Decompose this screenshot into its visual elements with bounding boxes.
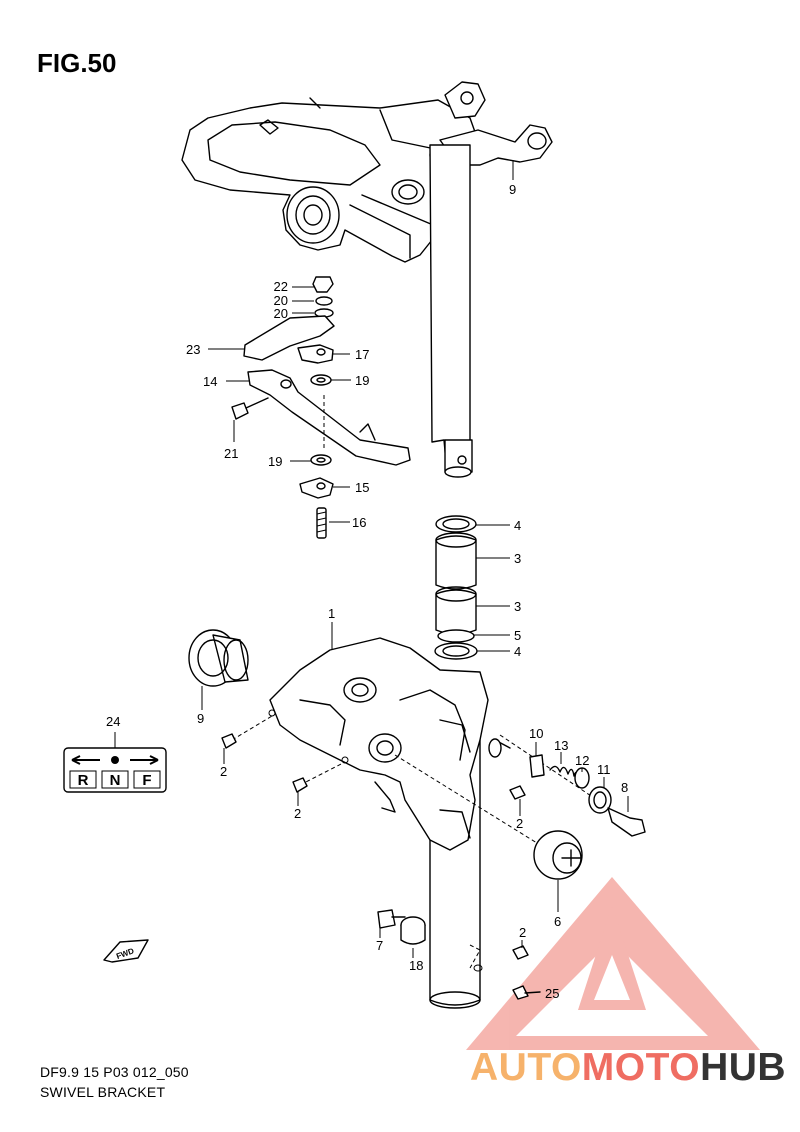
bushing-stack-drawing xyxy=(434,515,478,660)
watermark-moto: MOTO xyxy=(581,1046,701,1089)
callout-13: 12 xyxy=(575,753,589,768)
clamp-bracket-drawing xyxy=(181,81,553,478)
callout-6: 6 xyxy=(554,914,561,929)
callout-11: 11 xyxy=(597,762,611,777)
callout-10: 10 xyxy=(529,726,543,741)
legend-letter-n: N xyxy=(110,772,121,789)
callout-20-lower: 20 xyxy=(274,306,288,321)
callout-24: 24 xyxy=(106,714,120,729)
small-parts-drawing xyxy=(188,629,646,1000)
callout-17: 16 xyxy=(352,515,366,530)
part-name: SWIVEL BRACKET xyxy=(40,1084,166,1100)
leader-lines xyxy=(114,160,629,958)
callout-20-upper: 20 xyxy=(274,293,288,308)
callout-22: 22 xyxy=(274,279,288,294)
callout-25: 25 xyxy=(545,986,559,1001)
callout-19-upper: 19 xyxy=(355,373,369,388)
callout-2-bottom: 2 xyxy=(519,925,526,940)
callout-2-mid: 2 xyxy=(294,806,301,821)
callout-12: 8 xyxy=(621,780,628,795)
fwd-direction-tag: FWD xyxy=(103,939,149,963)
callout-3-upper: 3 xyxy=(514,551,521,566)
callout-15: 14 xyxy=(203,374,217,389)
callout-5: 5 xyxy=(514,628,521,643)
callout-1: 1 xyxy=(328,606,335,621)
callout-8: 7 xyxy=(376,938,383,953)
callout-7: 18 xyxy=(409,958,423,973)
swivel-bracket-drawing xyxy=(231,637,631,1009)
callout-19-lower: 19 xyxy=(268,454,282,469)
figure-title: FIG.50 xyxy=(37,48,117,78)
watermark-hub: HUB xyxy=(700,1046,787,1089)
callout-21: 21 xyxy=(224,446,238,461)
legend-letter-r: R xyxy=(78,772,89,789)
callout-18: 17 xyxy=(355,347,369,362)
friction-parts-drawing xyxy=(231,276,411,539)
watermark-text: AUTOMOTOHUB xyxy=(470,1046,786,1090)
shift-legend-plate: R N F xyxy=(63,747,167,793)
callout-16: 15 xyxy=(355,480,369,495)
legend-letter-f: F xyxy=(142,772,151,789)
callout-2-right: 2 xyxy=(516,816,523,831)
callout-labels: 22 20 20 23 17 14 19 21 19 15 16 4 3 3 5… xyxy=(106,182,628,1001)
callout-4-upper: 4 xyxy=(514,518,521,533)
callout-23: 23 xyxy=(186,342,200,357)
callout-9-upper: 9 xyxy=(509,182,516,197)
callout-9-lower: 9 xyxy=(197,711,204,726)
callout-4-lower: 4 xyxy=(514,644,521,659)
callout-14: 13 xyxy=(554,738,568,753)
watermark-logo xyxy=(466,877,760,1050)
callout-2-left: 2 xyxy=(220,764,227,779)
model-code: DF9.9 15 P03 012_050 xyxy=(40,1064,189,1080)
watermark-auto: AUTO xyxy=(470,1046,582,1089)
callout-3-lower: 3 xyxy=(514,599,521,614)
